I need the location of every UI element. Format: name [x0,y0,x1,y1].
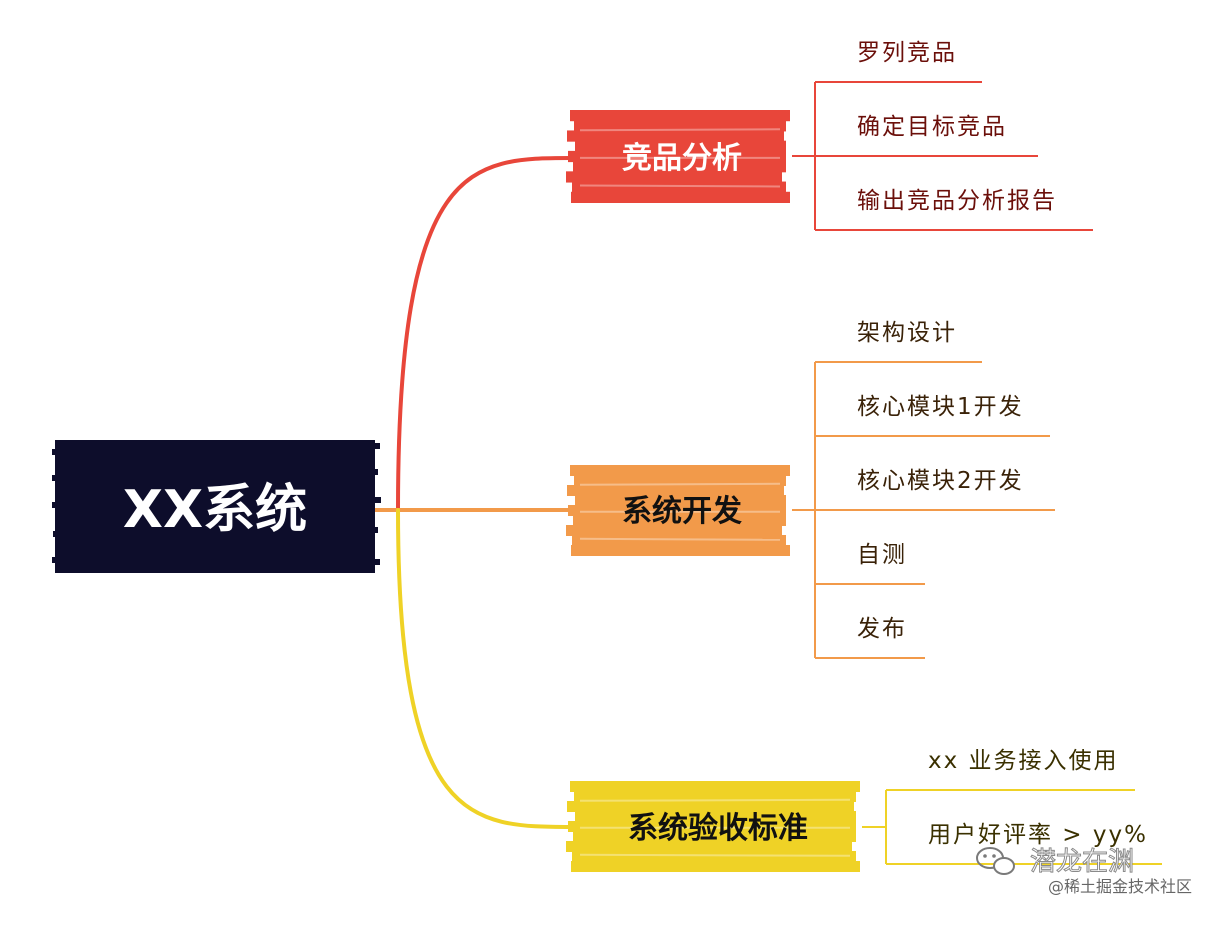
brush-stroke [567,485,784,496]
brush-stroke [566,525,782,536]
brush-stroke [570,781,860,792]
brush-stroke [572,181,786,193]
leaf-label: 用户好评率 > yy% [928,822,1148,848]
brush-stroke [566,841,852,852]
brush-stroke [574,475,786,486]
leaf-connector [792,82,816,230]
watermark-author: 潜龙在渊 [1030,847,1134,877]
brush-streak [579,853,851,857]
leaf-label: xx 业务接入使用 [928,748,1119,774]
brush-stroke [570,110,790,122]
brush-stroke [575,495,786,506]
watermark: 潜龙在渊 @稀土掘金技术社区 [976,847,1192,896]
leaf-group-acceptance-criteria: xx 业务接入使用 用户好评率 > yy% [862,748,1162,865]
brush-stroke [567,801,854,812]
brush-stroke [568,150,786,163]
leaf-label: 输出竞品分析报告 [857,188,1057,214]
leaf-label: 自测 [857,542,907,568]
leaf-label: 罗列竞品 [857,40,957,66]
brush-stroke [575,811,856,822]
brush-stroke [572,535,786,546]
brush-stroke [574,120,786,132]
leaf-label: 确定目标竞品 [857,114,1007,140]
brush-stroke [575,140,786,152]
brush-streak [579,537,781,541]
brush-streak [579,482,781,486]
leaf-label: 核心模块1开发 [857,394,1024,420]
brush-stroke [573,161,786,173]
branch-node-system-development: 系统开发 [566,465,790,556]
branch-node-competitor-analysis: 竞品分析 [566,110,790,203]
branch-brush-box [566,465,790,556]
brush-stroke [570,465,790,476]
leaf-connector [792,362,816,658]
leaf-connector [862,790,887,864]
wechat-icon [976,847,1015,875]
brush-stroke [567,130,784,142]
root-title: XX系统 [123,480,307,540]
leaf-label: 架构设计 [857,320,957,346]
root-node: XX系统 [52,440,381,573]
leaf-label: 发布 [857,616,907,642]
brush-streak [579,798,851,802]
branch-label: 系统开发 [622,494,742,529]
brush-stroke [571,861,860,872]
brush-stroke [573,831,856,842]
brush-streak [579,128,781,132]
branch-brush-box [566,781,860,872]
connector-line [396,156,574,512]
brush-stroke [566,171,782,183]
brush-streak [579,184,781,188]
brush-stroke [568,505,786,516]
connector-line [396,508,574,829]
leaf-group-system-development: 架构设计 核心模块1开发 核心模块2开发 自测 发布 [792,320,1055,659]
brush-stroke [571,191,790,203]
leaf-label: 核心模块2开发 [857,468,1024,494]
branch-label: 竞品分析 [622,141,742,176]
branch-label: 系统验收标准 [628,811,808,846]
branch-node-acceptance-criteria: 系统验收标准 [566,781,860,872]
watermark-platform: @稀土掘金技术社区 [1048,877,1192,896]
brush-stroke [568,821,856,832]
brush-stroke [571,545,790,556]
leaf-group-competitor-analysis: 罗列竞品 确定目标竞品 输出竞品分析报告 [792,40,1093,231]
branch-brush-box [566,110,790,203]
brush-stroke [573,515,786,526]
brush-stroke [574,791,856,802]
brush-stroke [572,851,856,862]
